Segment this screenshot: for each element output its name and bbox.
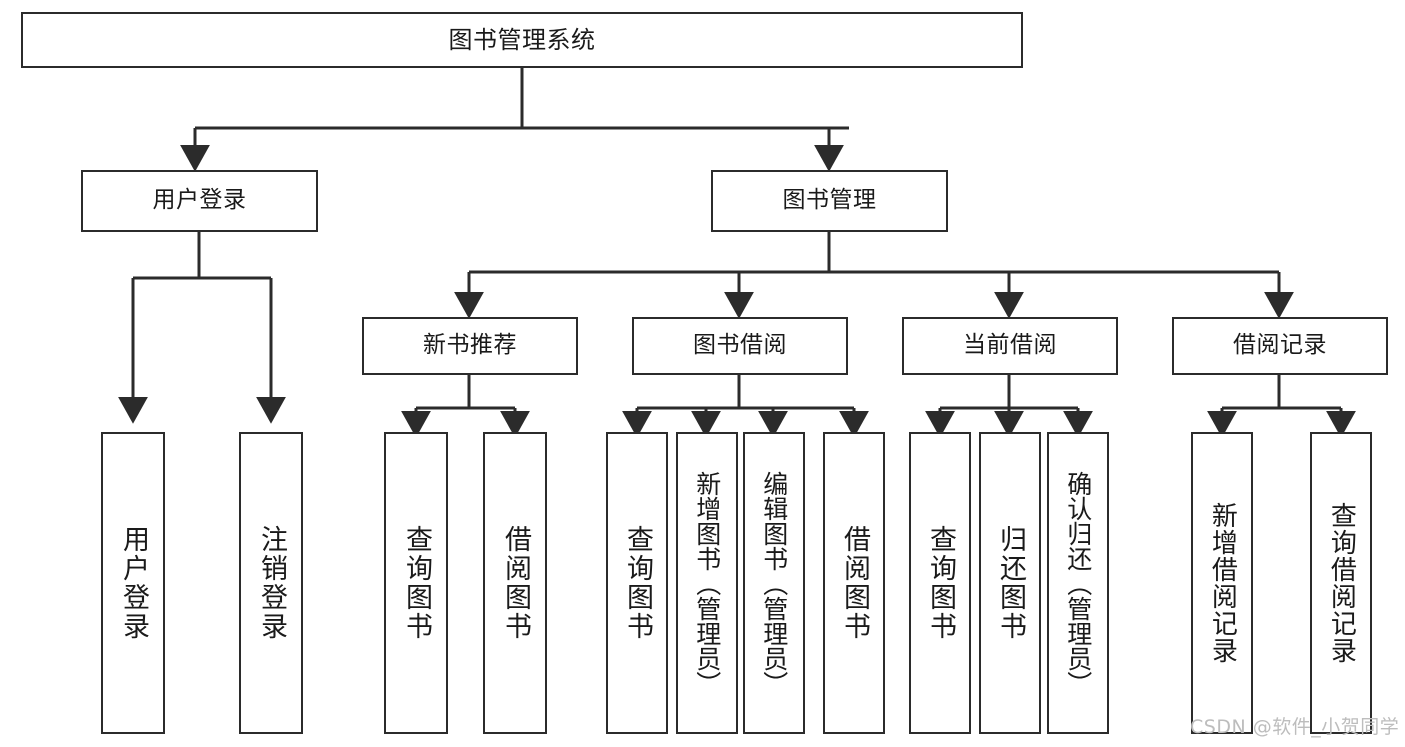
node-book-borrow[interactable]: 图书借阅 <box>632 317 848 375</box>
node-label: 用户登录 <box>117 525 149 641</box>
leaf-book-borrow-add[interactable]: 新增图书（管理员） <box>676 432 738 734</box>
node-label: 用户登录 <box>152 187 247 214</box>
node-label: 借阅图书 <box>499 525 531 641</box>
leaf-book-borrow-query[interactable]: 查询图书 <box>606 432 668 734</box>
node-label: 新增借阅记录 <box>1207 502 1238 664</box>
leaf-user-login-logout[interactable]: 注销登录 <box>239 432 303 734</box>
node-root-library-system[interactable]: 图书管理系统 <box>21 12 1023 68</box>
node-new-book-recommend[interactable]: 新书推荐 <box>362 317 578 375</box>
watermark-text: CSDN @软件_小贺同学 <box>1190 716 1400 738</box>
node-label: 新增图书（管理员） <box>692 470 722 696</box>
node-label: 查询图书 <box>924 525 956 641</box>
node-label: 编辑图书（管理员） <box>759 470 789 696</box>
leaf-user-login-login[interactable]: 用户登录 <box>101 432 165 734</box>
node-label: 查询图书 <box>400 525 432 641</box>
leaf-new-book-query[interactable]: 查询图书 <box>384 432 448 734</box>
node-label: 图书借阅 <box>693 332 787 359</box>
node-label: 图书管理 <box>782 187 877 214</box>
node-label: 确认归还（管理员） <box>1063 470 1093 696</box>
leaf-book-borrow-borrow[interactable]: 借阅图书 <box>823 432 885 734</box>
leaf-borrow-record-query[interactable]: 查询借阅记录 <box>1310 432 1372 734</box>
node-current-borrow[interactable]: 当前借阅 <box>902 317 1118 375</box>
leaf-borrow-record-add[interactable]: 新增借阅记录 <box>1191 432 1253 734</box>
node-borrow-record[interactable]: 借阅记录 <box>1172 317 1388 375</box>
node-label: 当前借阅 <box>963 332 1057 359</box>
node-user-login[interactable]: 用户登录 <box>81 170 318 232</box>
node-label: 借阅记录 <box>1233 332 1327 359</box>
leaf-current-borrow-return[interactable]: 归还图书 <box>979 432 1041 734</box>
node-label: 查询图书 <box>621 525 653 641</box>
leaf-current-borrow-query[interactable]: 查询图书 <box>909 432 971 734</box>
node-label: 查询借阅记录 <box>1326 502 1357 664</box>
node-label: 归还图书 <box>994 525 1026 641</box>
node-book-management[interactable]: 图书管理 <box>711 170 948 232</box>
leaf-new-book-borrow[interactable]: 借阅图书 <box>483 432 547 734</box>
node-label: 借阅图书 <box>838 525 870 641</box>
node-label: 新书推荐 <box>423 332 517 359</box>
leaf-current-borrow-confirm-return[interactable]: 确认归还（管理员） <box>1047 432 1109 734</box>
leaf-book-borrow-edit[interactable]: 编辑图书（管理员） <box>743 432 805 734</box>
node-label: 图书管理系统 <box>448 25 596 54</box>
node-label: 注销登录 <box>255 525 287 641</box>
